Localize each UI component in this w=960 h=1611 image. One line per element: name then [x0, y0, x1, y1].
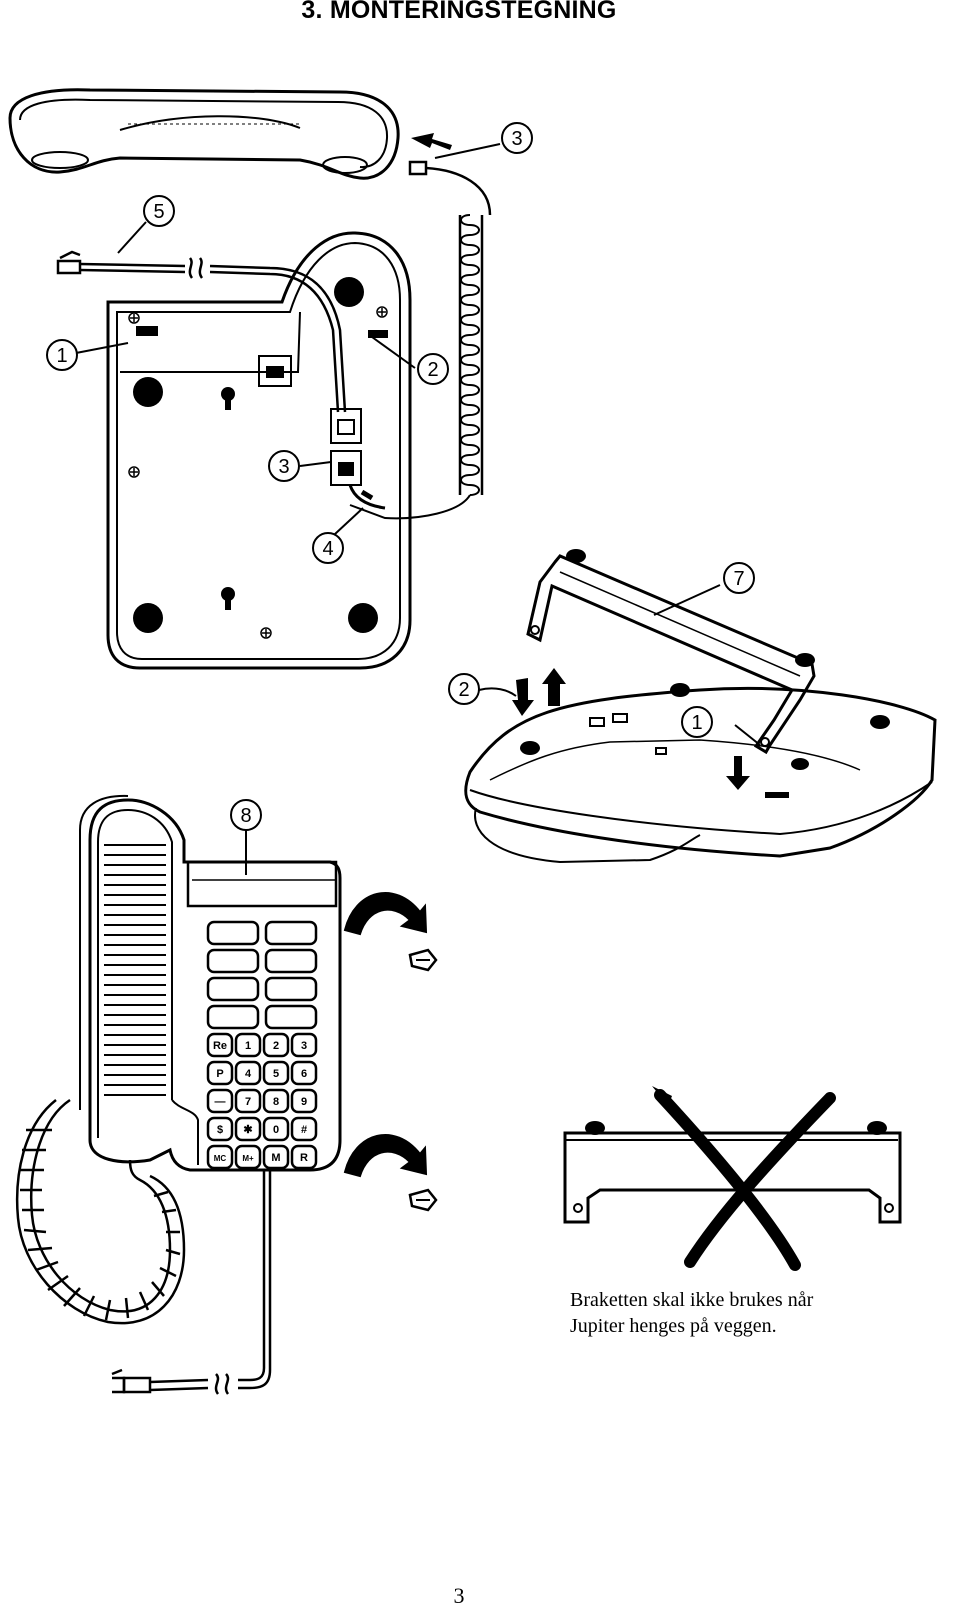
callout-label: 1 [56, 345, 67, 367]
coiled-cord-icon [349, 214, 484, 520]
wall-phone-coiled-cord-icon [15, 1098, 186, 1325]
note-line: Jupiter henges på veggen. [570, 1315, 777, 1337]
callout-circle [268, 450, 300, 482]
keypad-key-label: M [271, 1152, 280, 1164]
phone-base-underside-icon [106, 231, 412, 670]
memory-keys-icon [206, 920, 318, 1030]
callout-label: 2 [458, 679, 469, 701]
keypad-key-label: P [216, 1068, 223, 1080]
keypad-key-label: 1 [245, 1040, 251, 1052]
callout-label: 5 [153, 201, 164, 223]
wall-mounted-phone-icon [79, 794, 342, 1172]
keypad-key-label: 4 [245, 1068, 252, 1080]
keypad-key-label: 3 [301, 1040, 307, 1052]
keypad-icon [206, 1032, 318, 1170]
keypad-key-label: # [301, 1124, 307, 1136]
keypad-key-label: 8 [273, 1096, 279, 1108]
wall-screw-icon [408, 948, 438, 1212]
page-number: 3 [453, 1583, 465, 1608]
callout-circle [230, 799, 262, 831]
wall-phone-line-cord-icon [111, 1170, 272, 1395]
callout-label: 8 [240, 805, 251, 827]
line-cord-icon [56, 250, 347, 413]
bracket-assembly-icon [464, 686, 937, 864]
handset-top-icon [8, 88, 400, 180]
callout-circle [46, 339, 78, 371]
keypad-key-label: ✱ [243, 1124, 252, 1136]
callout-circle [681, 706, 713, 738]
callout-label: 2 [427, 359, 438, 381]
callout-circle [501, 122, 533, 154]
bracket-icon [526, 554, 816, 755]
coiled-cord-plug-icon [408, 160, 492, 216]
crossed-out-bracket-icon [563, 1086, 902, 1271]
curved-arrow-icon [343, 892, 428, 1178]
insert-arrow-icon [411, 133, 452, 150]
screw-icon [128, 306, 388, 639]
keypad-key-label: 2 [273, 1040, 279, 1052]
callout-label: 3 [511, 128, 522, 150]
keypad-key-label: — [215, 1096, 226, 1108]
callout-label: 7 [733, 568, 744, 590]
keypad-key-label: 7 [245, 1096, 251, 1108]
callout-circle [417, 353, 449, 385]
wall-mount-note: Braketten skal ikke brukes når Jupiter h… [570, 1287, 930, 1339]
keypad-key-label: MC [214, 1154, 227, 1163]
callout-label: 1 [691, 712, 702, 734]
rubber-feet-icon [133, 277, 378, 633]
keypad-key-label: 5 [273, 1068, 279, 1080]
keypad-key-label: 6 [301, 1068, 307, 1080]
page-title: 3. MONTERINGSTEGNING [301, 0, 617, 24]
callout-label: 3 [278, 456, 289, 478]
slide-arrows-icon [512, 668, 750, 790]
keypad-key-label: M+ [242, 1154, 254, 1163]
keypad-key-label: R [300, 1152, 308, 1164]
callout-circle [312, 532, 344, 564]
keypad-key-label: Re [213, 1040, 227, 1052]
callout-label: 4 [322, 538, 333, 560]
keypad-key-label: 0 [273, 1124, 279, 1136]
bracket-feet-icon [520, 549, 890, 770]
note-line: Braketten skal ikke brukes når [570, 1289, 814, 1311]
callout-circle [143, 195, 175, 227]
handset-grille-icon [104, 844, 166, 1096]
keypad-key-label: 9 [301, 1096, 307, 1108]
keypad-key-label: $ [217, 1124, 223, 1136]
callout-circle [723, 562, 755, 594]
keyhole-mount-icon [221, 387, 235, 610]
